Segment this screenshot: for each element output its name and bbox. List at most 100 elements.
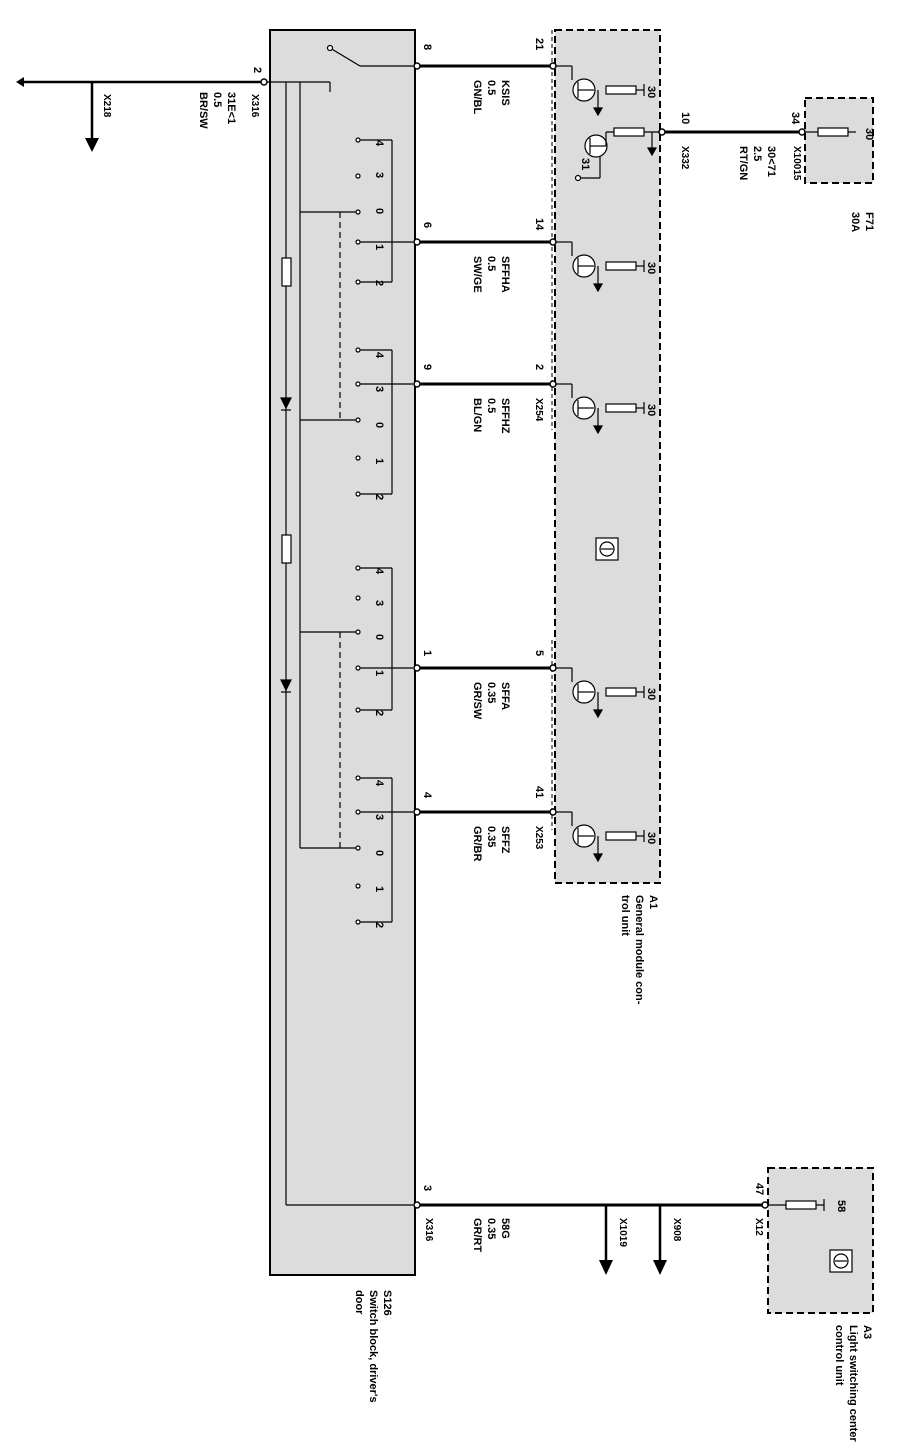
wire-1-label-2: SW/GE [471, 256, 483, 293]
svg-text:0: 0 [373, 634, 385, 640]
a1-connector-top: X332 [679, 146, 690, 170]
svg-text:4: 4 [373, 780, 385, 787]
left-wire [16, 77, 330, 152]
left-wire-pin: 2 [251, 67, 263, 73]
svg-text:3: 3 [373, 172, 385, 178]
switch-pin-bottom: 3 [421, 1185, 433, 1191]
signal-wires [418, 64, 552, 814]
wire-1-switch-pin: 6 [421, 222, 433, 228]
switch-group-3 [300, 565, 413, 848]
svg-text:1: 1 [373, 458, 385, 464]
svg-text:2: 2 [373, 922, 385, 928]
switch-position-labels: 4 3 0 1 2 4 3 0 1 2 4 3 0 1 2 4 3 0 1 2 [373, 140, 385, 928]
wire-2-module-pin: 2 [533, 364, 545, 370]
a3-name-1: control unit [833, 1325, 845, 1386]
fuse-rating: 30A [849, 212, 861, 232]
svg-text:2: 2 [373, 280, 385, 286]
fuse-terminal: 30 [863, 128, 875, 140]
a1-connector-bottom: X253 [533, 826, 544, 850]
a1-module-symbol-icon [595, 537, 619, 561]
a1-name-1: trol unit [619, 895, 631, 936]
fuse-wire-label-2: RT/GN [737, 146, 749, 180]
wire-4-switch-pin: 4 [421, 792, 433, 799]
wire-2-label-0: SFFHZ [499, 398, 511, 434]
s126-name-0: Switch block, driver's [367, 1290, 379, 1403]
left-wire-label-1: 0.5 [211, 92, 223, 107]
wire-0-label-2: GN/BL [471, 80, 483, 115]
switch-group-4 [300, 775, 413, 925]
wire-3-label-2: GR/SW [471, 682, 483, 720]
svg-text:1: 1 [373, 670, 385, 676]
fuse-connector: X10015 [791, 146, 802, 181]
a3-terminal: 58 [835, 1200, 847, 1212]
a1-connector-mid: X254 [533, 398, 544, 422]
svg-text:1: 1 [373, 886, 385, 892]
a1-supply-pin: 10 [679, 112, 691, 124]
bottom-wire-label-2: GR/RT [471, 1218, 483, 1253]
a3-module-symbol-icon [829, 1249, 853, 1273]
svg-text:2: 2 [373, 494, 385, 500]
bottom-wire-branch1: X1019 [617, 1218, 628, 1247]
a1-transistor-drivers [556, 65, 660, 863]
fuse-wire-label-0: 30<71 [765, 146, 777, 177]
wire-2-label-2: BL/GN [471, 398, 483, 432]
a3-designator: A3 [861, 1325, 873, 1339]
fuse-f71-box [804, 97, 874, 184]
wire-4-module-pin: 41 [533, 786, 545, 798]
wire-2-label-1: 0.5 [485, 398, 497, 413]
svg-text:2: 2 [373, 710, 385, 716]
svg-text:30: 30 [645, 404, 657, 416]
left-wire-connector: X316 [249, 94, 260, 118]
fuse-wire-label-1: 2.5 [751, 146, 763, 161]
module-a1-box [554, 29, 661, 884]
wire-0-label-1: 0.5 [485, 80, 497, 95]
a1-internal-pin-labels: 30 30 30 30 30 [645, 86, 657, 844]
a3-name-0: Light switching center [847, 1325, 859, 1442]
svg-text:30: 30 [645, 262, 657, 274]
a1-ground-pin: 31 [579, 158, 591, 170]
wire-3-switch-pin: 1 [421, 650, 433, 656]
wire-0-module-pin: 21 [533, 38, 545, 50]
fuse-pin: 34 [789, 112, 801, 125]
bottom-wire-label-1: 0.35 [485, 1218, 497, 1239]
s126-name-1: door [353, 1290, 365, 1315]
fuse-designator: F71 [863, 212, 875, 231]
module-a3-box [767, 1167, 874, 1314]
left-wire-label-0: 31E<1 [225, 92, 237, 124]
svg-text:0: 0 [373, 850, 385, 856]
bottom-wire-branch2: X908 [671, 1218, 682, 1242]
a1-designator: A1 [647, 895, 659, 909]
wire-4-label-1: 0.35 [485, 826, 497, 847]
switch-block-s126-box [269, 29, 416, 1276]
wire-3-label-1: 0.35 [485, 682, 497, 703]
switch-internal-wiring [280, 44, 413, 1206]
wire-3-label-0: SFFA [499, 682, 511, 710]
switch-group-2 [300, 347, 413, 497]
wire-2-switch-pin: 9 [421, 364, 433, 370]
a1-name-0: General module con- [633, 895, 645, 1005]
wire-1-module-pin: 14 [533, 218, 545, 231]
left-wire-label-2: BR/SW [197, 92, 209, 129]
svg-text:30: 30 [645, 86, 657, 98]
svg-text:3: 3 [373, 814, 385, 820]
svg-text:0: 0 [373, 208, 385, 214]
wire-4-label-0: SFFZ [499, 826, 511, 854]
svg-text:3: 3 [373, 386, 385, 392]
s126-designator: S126 [381, 1290, 393, 1316]
svg-text:4: 4 [373, 352, 385, 359]
switch-connector-bottom: X316 [423, 1218, 434, 1242]
bottom-wire [413, 1199, 825, 1275]
left-wire-branch-connector: X218 [101, 94, 112, 118]
svg-text:3: 3 [373, 600, 385, 606]
a3-connector: X12 [753, 1218, 764, 1236]
wire-0-switch-pin: 8 [421, 44, 433, 50]
wire-connector-dashes [414, 30, 553, 1275]
svg-text:4: 4 [373, 568, 385, 575]
wire-1-label-0: SFFHA [499, 256, 511, 293]
svg-text:0: 0 [373, 422, 385, 428]
a3-pin: 47 [753, 1183, 765, 1195]
wire-1-label-1: 0.5 [485, 256, 497, 271]
switch-group-1 [300, 137, 413, 420]
wire-4-label-2: GR/BR [471, 826, 483, 862]
